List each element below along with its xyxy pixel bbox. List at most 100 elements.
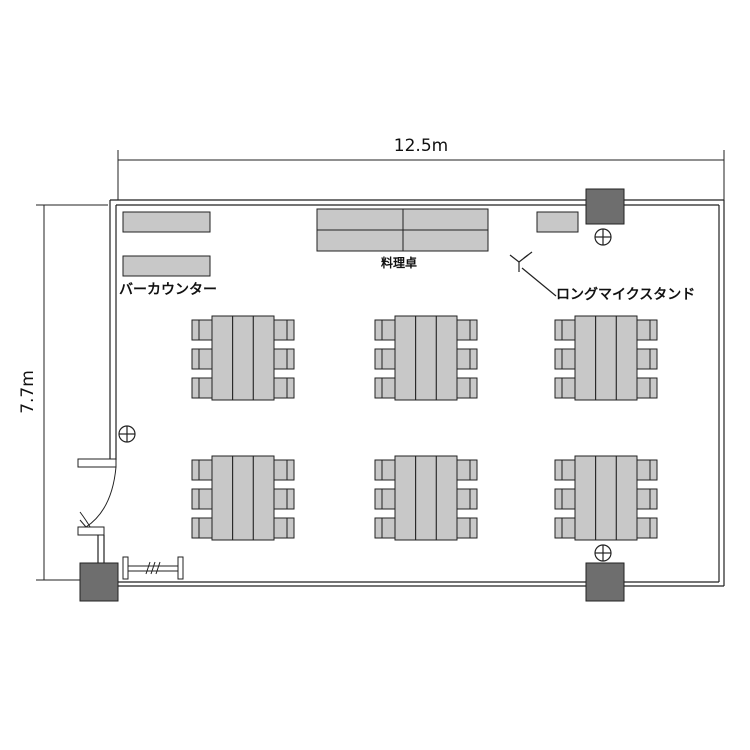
chair-seat (561, 319, 576, 341)
column-top-right (585, 188, 625, 225)
chair (554, 319, 563, 341)
table (232, 315, 254, 401)
chair-seat (381, 348, 396, 370)
chair-seat (636, 517, 651, 539)
mic-stand (509, 251, 557, 297)
chair-seat (198, 459, 213, 481)
column-bottom-left (79, 562, 119, 602)
chair (374, 348, 383, 370)
column-bottom-right (585, 562, 625, 602)
chair-seat (381, 319, 396, 341)
chair (649, 459, 658, 481)
table (435, 455, 458, 541)
light-icon (594, 544, 612, 562)
chair (286, 488, 295, 510)
chair-seat (561, 348, 576, 370)
chair (554, 488, 563, 510)
chair-seat (273, 459, 288, 481)
table (394, 315, 417, 401)
chair-seat (636, 348, 651, 370)
chair-seat (381, 488, 396, 510)
height-label: 7.7m (18, 370, 38, 414)
chair-seat (561, 517, 576, 539)
chair-seat (456, 377, 471, 399)
table (232, 455, 254, 541)
chair (374, 459, 383, 481)
chair (191, 517, 200, 539)
chair (469, 459, 478, 481)
table (415, 315, 437, 401)
walls (97, 199, 725, 587)
chair (469, 517, 478, 539)
table (574, 455, 597, 541)
chair (469, 488, 478, 510)
chair-seat (456, 319, 471, 341)
table-group (374, 455, 478, 541)
chair (286, 348, 295, 370)
chair (286, 319, 295, 341)
chair (191, 319, 200, 341)
chair (554, 377, 563, 399)
chair-seat (273, 348, 288, 370)
chair (469, 319, 478, 341)
structural-columns (79, 188, 625, 602)
chair-seat (273, 517, 288, 539)
table (211, 455, 234, 541)
entrance-door[interactable] (77, 458, 117, 536)
cooking-table (316, 208, 489, 252)
chair-seat (198, 488, 213, 510)
chair-seat (561, 488, 576, 510)
table-group (554, 315, 658, 401)
chair-seat (636, 459, 651, 481)
chair-seat (561, 377, 576, 399)
table (615, 315, 638, 401)
chair-seat (456, 488, 471, 510)
chair (191, 348, 200, 370)
width-dimension: 12.5m (117, 136, 725, 200)
table (211, 315, 234, 401)
table (595, 455, 617, 541)
table-group (191, 455, 295, 541)
chair (649, 488, 658, 510)
chair (554, 459, 563, 481)
chair (286, 459, 295, 481)
chair (554, 348, 563, 370)
chair-seat (636, 377, 651, 399)
chair-seat (381, 459, 396, 481)
wall-rack (122, 556, 184, 580)
height-dimension: 7.7m (18, 204, 108, 581)
chair (374, 319, 383, 341)
table (252, 455, 275, 541)
chair (469, 348, 478, 370)
table-groups (191, 315, 658, 541)
wall-light-icons (118, 228, 612, 562)
chair (649, 517, 658, 539)
table (252, 315, 275, 401)
chair (374, 517, 383, 539)
chair-seat (198, 377, 213, 399)
chair-seat (198, 517, 213, 539)
table (394, 455, 417, 541)
chair (469, 377, 478, 399)
chair-seat (456, 459, 471, 481)
table (595, 315, 617, 401)
chair (649, 319, 658, 341)
chair-seat (561, 459, 576, 481)
chair (374, 377, 383, 399)
chair-seat (636, 488, 651, 510)
table-group (554, 455, 658, 541)
chair (286, 517, 295, 539)
side-table (536, 211, 579, 233)
chair (191, 488, 200, 510)
table-group (191, 315, 295, 401)
light-icon (118, 425, 136, 443)
chair (191, 377, 200, 399)
table-group (374, 315, 478, 401)
chair-seat (273, 377, 288, 399)
chair-seat (381, 377, 396, 399)
chair (649, 348, 658, 370)
chair-seat (273, 319, 288, 341)
chair-seat (273, 488, 288, 510)
chair (191, 459, 200, 481)
